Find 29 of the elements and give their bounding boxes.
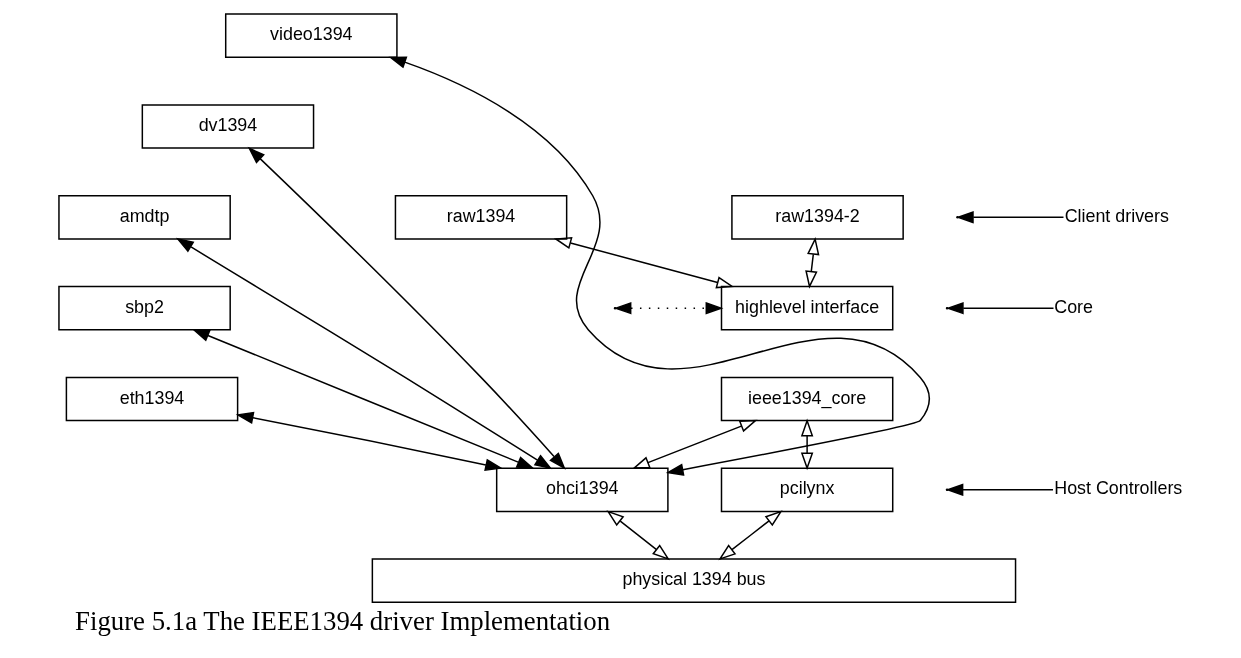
caption: Figure 5.1a The IEEE1394 driver Implementation — [74, 605, 610, 636]
arrow — [553, 237, 734, 289]
node-text: Core — [1053, 296, 1093, 317]
arrow — [175, 237, 552, 470]
node-box: amdtp — [57, 195, 231, 240]
node-text: Client drivers — [1064, 205, 1169, 226]
node-box: highlevel interface — [720, 285, 893, 331]
arrow — [804, 236, 819, 289]
node-box: video1394 — [224, 13, 398, 59]
arrow — [191, 328, 535, 469]
arrow — [235, 411, 503, 471]
arrow — [387, 56, 930, 476]
node-text: Host Controllers — [1053, 478, 1182, 499]
arrow — [605, 510, 670, 561]
node-box: physical 1394 bus — [371, 558, 1016, 603]
arrow — [955, 211, 1064, 224]
node-box: eth1394 — [65, 376, 238, 422]
node-box: pcilynx — [720, 467, 893, 513]
arrow — [945, 301, 1054, 315]
node-box: dv1394 — [141, 104, 314, 149]
arrow — [631, 419, 758, 469]
node-box: raw1394-2 — [730, 195, 904, 240]
node-box: raw1394 — [394, 195, 567, 240]
node-box: ieee1394_core — [720, 376, 893, 422]
arrow — [717, 510, 783, 561]
node-box: ohci1394 — [495, 467, 669, 513]
node-box: sbp2 — [57, 285, 231, 331]
arrow — [800, 418, 813, 471]
arrow — [247, 146, 566, 470]
